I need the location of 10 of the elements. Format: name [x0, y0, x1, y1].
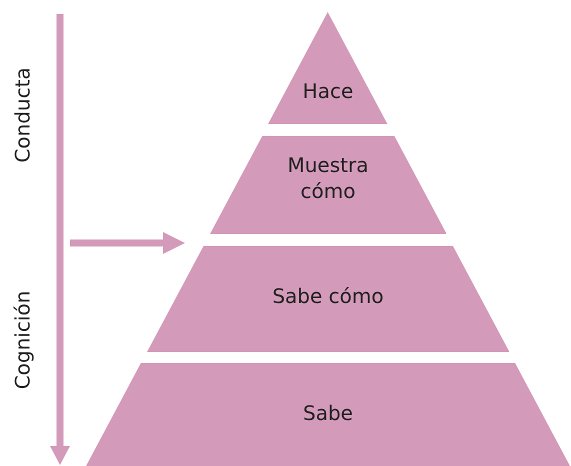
pyramid-level	[210, 136, 446, 234]
level-label: Muestra cómo	[286, 152, 370, 204]
pyramid-level	[86, 363, 570, 466]
axis-label: Conducta	[10, 67, 34, 163]
pyramid-top	[268, 12, 388, 124]
level-label: Hace	[302, 78, 354, 104]
axis-label: Cognición	[10, 290, 34, 390]
level-label: Sabe cómo	[271, 283, 385, 309]
level-label: Sabe	[302, 400, 354, 426]
pyramid-level	[146, 246, 510, 352]
